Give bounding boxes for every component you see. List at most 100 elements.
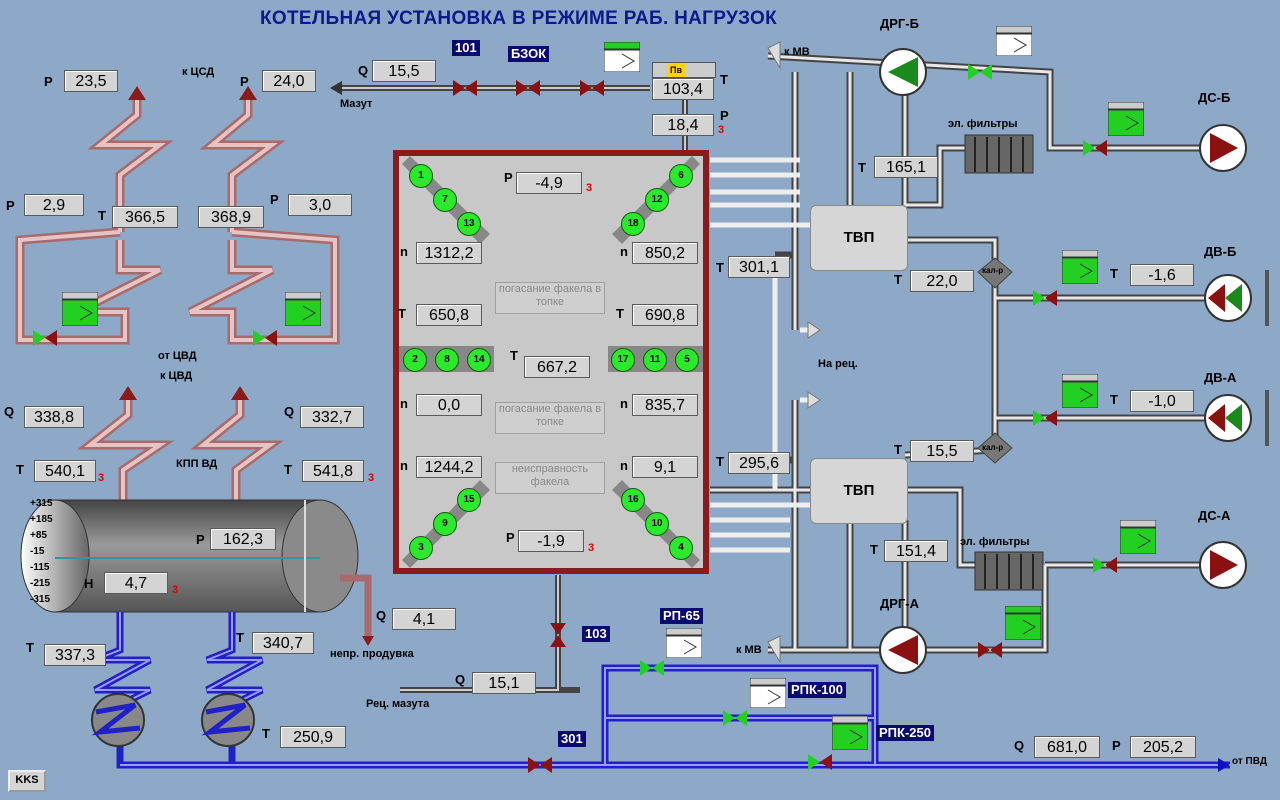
burner-3[interactable]: 3 (409, 536, 433, 560)
t-dv-a-value[interactable]: -1,0 (1130, 390, 1194, 412)
label-q: Q (1014, 738, 1025, 753)
p-sh1-value[interactable]: 23,5 (64, 70, 118, 92)
t-tvp-a-value[interactable]: 151,4 (884, 540, 948, 562)
valve-tag-103[interactable]: 103 (582, 626, 610, 642)
scale-tick: -315 (30, 594, 51, 605)
t-kpp2-value[interactable]: 541,8 (302, 460, 364, 482)
burner-2[interactable]: 2 (403, 348, 427, 372)
label-ot-pvd: от ПВД (1232, 756, 1267, 767)
p-mazut-value[interactable]: 18,4 (652, 114, 714, 136)
valve-tag-rpk100[interactable]: РПК-100 (788, 682, 846, 698)
t-mazut-value[interactable]: 103,4 (652, 78, 714, 100)
burner-13[interactable]: 13 (457, 212, 481, 236)
t-dv-b-value[interactable]: -1,6 (1130, 264, 1194, 286)
air-heater-bottom[interactable]: ТВП (810, 458, 908, 524)
burner-6[interactable]: 6 (669, 164, 693, 188)
furnace-n-l1-value[interactable]: 1312,2 (416, 242, 482, 264)
q-blowdown-value[interactable]: 4,1 (392, 608, 456, 630)
regulator-rpk100[interactable] (749, 677, 787, 709)
burner-1[interactable]: 1 (409, 164, 433, 188)
regulator-rh-2[interactable] (284, 291, 322, 327)
burner-4[interactable]: 4 (669, 536, 693, 560)
t-air-b-value[interactable]: 22,0 (910, 270, 974, 292)
label-t: T (98, 208, 106, 223)
t-ec2-value[interactable]: 340,7 (252, 632, 314, 654)
t-gas2-value[interactable]: 295,6 (728, 452, 790, 474)
regulator-drg-a[interactable] (1004, 605, 1042, 641)
burner-9[interactable]: 9 (433, 512, 457, 536)
q-pvd-value[interactable]: 681,0 (1034, 736, 1100, 758)
q-rec-value[interactable]: 15,1 (472, 672, 536, 694)
furnace-p-bot-value[interactable]: -1,9 (518, 530, 584, 552)
burner-17[interactable]: 17 (611, 348, 635, 372)
t-rh2-value[interactable]: 368,9 (198, 206, 264, 228)
t-rh1-value[interactable]: 366,5 (112, 206, 178, 228)
t-gas1-value[interactable]: 301,1 (728, 256, 790, 278)
label-q: Q (4, 404, 15, 419)
h-drum-value[interactable]: 4,7 (104, 572, 168, 594)
furnace-n-l2-value[interactable]: 0,0 (416, 394, 482, 416)
valve-tag-bzok[interactable]: БЗОК (508, 46, 550, 62)
label-t: T (616, 306, 624, 321)
valves (33, 64, 1117, 773)
regulator-rh-1[interactable] (61, 291, 99, 327)
burner-8[interactable]: 8 (435, 348, 459, 372)
regulator-drg-b[interactable] (995, 25, 1033, 57)
t-tvp-b-value[interactable]: 165,1 (874, 156, 938, 178)
kks-button[interactable]: KKS (8, 770, 46, 792)
valve-tag-rp65[interactable]: РП-65 (660, 608, 703, 624)
quality-flag: 3 (172, 584, 179, 596)
burner-12[interactable]: 12 (645, 188, 669, 212)
burner-10[interactable]: 10 (645, 512, 669, 536)
t-kpp1-value[interactable]: 540,1 (34, 460, 96, 482)
furnace-n-r2-value[interactable]: 835,7 (632, 394, 698, 416)
burner-11[interactable]: 11 (643, 348, 667, 372)
label-mazut: Мазут (340, 98, 373, 110)
burner-7[interactable]: 7 (433, 188, 457, 212)
burner-16[interactable]: 16 (621, 488, 645, 512)
valve-tag-301[interactable]: 301 (558, 731, 586, 747)
p-rh2-value[interactable]: 3,0 (288, 194, 352, 216)
regulator-dv-b[interactable] (1061, 249, 1099, 285)
valve-tag-rpk250[interactable]: РПК-250 (876, 725, 934, 741)
regulator-rp65[interactable] (665, 627, 703, 659)
label-n: n (400, 396, 408, 411)
furnace-n-r1-value[interactable]: 850,2 (632, 242, 698, 264)
regulator-bzok[interactable] (603, 41, 641, 73)
regulator-ds-b[interactable] (1107, 101, 1145, 137)
furnace-t-mid-value[interactable]: 667,2 (524, 356, 590, 378)
p-drum-value[interactable]: 162,3 (210, 528, 276, 550)
label-ds-a: ДС-А (1198, 508, 1231, 523)
quality-flag: 3 (368, 472, 375, 484)
furnace-t-r1-value[interactable]: 690,8 (632, 304, 698, 326)
regulator-ds-a[interactable] (1119, 519, 1157, 555)
q-kpp1-value[interactable]: 338,8 (24, 406, 84, 428)
q-kpp2-value[interactable]: 332,7 (300, 406, 364, 428)
label-kal-r: кал-р (982, 443, 1004, 452)
label-ot-cvd: от ЦВД (158, 350, 197, 362)
furnace-p-top-value[interactable]: -4,9 (516, 172, 582, 194)
label-p: P (270, 192, 279, 207)
p-rh1-value[interactable]: 2,9 (24, 194, 84, 216)
q-mazut-value[interactable]: 15,5 (372, 60, 436, 82)
regulator-dv-a[interactable] (1061, 373, 1099, 409)
furnace-n-r3-value[interactable]: 9,1 (632, 456, 698, 478)
burner-5[interactable]: 5 (675, 348, 699, 372)
valve-tag-101[interactable]: 101 (452, 40, 480, 56)
regulator-rpk250[interactable] (831, 715, 869, 751)
label-drg-b: ДРГ-Б (880, 16, 919, 31)
t-ec1-value[interactable]: 337,3 (44, 644, 106, 666)
furnace-t-l1-value[interactable]: 650,8 (416, 304, 482, 326)
p-sh2-value[interactable]: 24,0 (262, 70, 316, 92)
label-t: T (1110, 392, 1118, 407)
burner-18[interactable]: 18 (621, 212, 645, 236)
burner-14[interactable]: 14 (467, 348, 491, 372)
t-air-a-value[interactable]: 15,5 (910, 440, 974, 462)
burner-15[interactable]: 15 (457, 488, 481, 512)
t-fw-value[interactable]: 250,9 (280, 726, 346, 748)
p-pvd-value[interactable]: 205,2 (1130, 736, 1196, 758)
furnace-n-l3-value[interactable]: 1244,2 (416, 456, 482, 478)
air-heater-top[interactable]: ТВП (810, 205, 908, 271)
label-t: T (16, 462, 24, 477)
